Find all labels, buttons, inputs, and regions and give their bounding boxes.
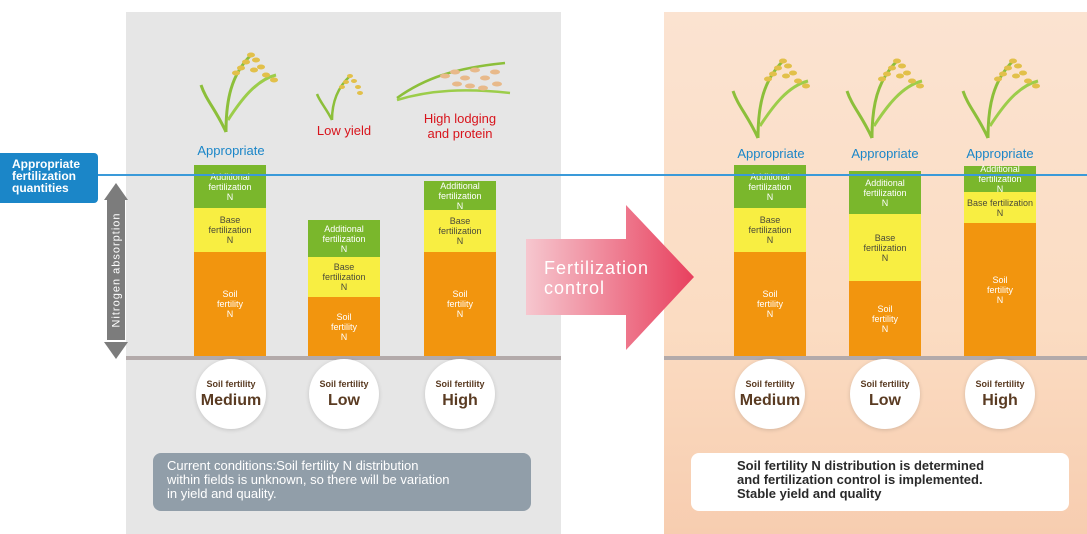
note-line: within fields is unknown, so there will …: [167, 472, 450, 487]
result-label: Appropriate: [737, 146, 805, 161]
rice-plant-icon: [731, 58, 810, 139]
note-line: Stable yield and quality: [737, 486, 882, 501]
soil-fertility-level: Medium: [200, 391, 262, 409]
note-line: in yield and quality.: [167, 486, 277, 501]
legend-line: quantities: [12, 181, 69, 195]
soil-fertility-circle: Soil fertility High: [965, 359, 1035, 429]
fertilization-control-arrow-icon: [526, 205, 694, 350]
circle-title: Soil fertility: [860, 378, 910, 389]
note-line: Current conditions:Soil fertility N dist…: [167, 458, 419, 473]
result-label: Appropriate: [197, 143, 265, 158]
ground-line-right: [664, 356, 1087, 360]
soil-fertility-circle: Soil fertility Medium: [196, 359, 266, 429]
circle-title: Soil fertility: [206, 378, 256, 389]
circle-title: Soil fertility: [435, 378, 485, 389]
soil-fertility-level: Low: [869, 391, 901, 409]
legend-line: Appropriate: [12, 157, 81, 171]
result-label-line: High lodging: [423, 111, 497, 126]
rice-plant-icon: [199, 52, 278, 133]
rice-plant-icon: [961, 58, 1040, 139]
double-arrow-icon: [104, 183, 128, 359]
soil-fertility-level: Medium: [739, 391, 801, 409]
current-conditions-note: Current conditions:Soil fertility N dist…: [153, 453, 531, 511]
result-label: High lodging and protein: [424, 111, 496, 141]
soil-fertility-circle: Soil fertility High: [425, 359, 495, 429]
result-label: Low yield: [316, 123, 372, 138]
arrow-label-line: control: [544, 278, 606, 298]
ground-line-left: [126, 356, 561, 360]
fertilization-control-label: Fertilization control: [544, 258, 649, 298]
arrow-label-line: Fertilization: [544, 258, 650, 278]
circle-title: Soil fertility: [975, 378, 1025, 389]
rice-plant-icon: [315, 74, 363, 121]
rice-plant-icon: [396, 61, 511, 102]
soil-fertility-level: High: [442, 391, 478, 409]
nitrogen-absorption-axis: Nitrogen absorption: [107, 200, 125, 340]
result-label-line: and protein: [427, 126, 493, 141]
controlled-result-note: Soil fertility N distribution is determi…: [691, 453, 1069, 511]
appropriate-fertilization-line: [0, 174, 1087, 176]
rice-plant-icon: [845, 58, 924, 139]
note-line: and fertilization control is implemented…: [737, 472, 983, 487]
circle-title: Soil fertility: [319, 378, 369, 389]
circle-title: Soil fertility: [745, 378, 795, 389]
note-line: Soil fertility N distribution is determi…: [737, 458, 985, 473]
soil-fertility-level: High: [982, 391, 1018, 409]
soil-fertility-circle: Soil fertility Low: [850, 359, 920, 429]
axis-label: Nitrogen absorption: [110, 212, 123, 328]
result-label: Appropriate: [851, 146, 919, 161]
appropriate-fertilization-legend: Appropriate fertilization quantities: [0, 153, 98, 203]
legend-line: fertilization: [12, 169, 77, 183]
soil-fertility-level: Low: [328, 391, 360, 409]
soil-fertility-circle: Soil fertility Medium: [735, 359, 805, 429]
soil-fertility-circle: Soil fertility Low: [309, 359, 379, 429]
result-label: Appropriate: [966, 146, 1034, 161]
